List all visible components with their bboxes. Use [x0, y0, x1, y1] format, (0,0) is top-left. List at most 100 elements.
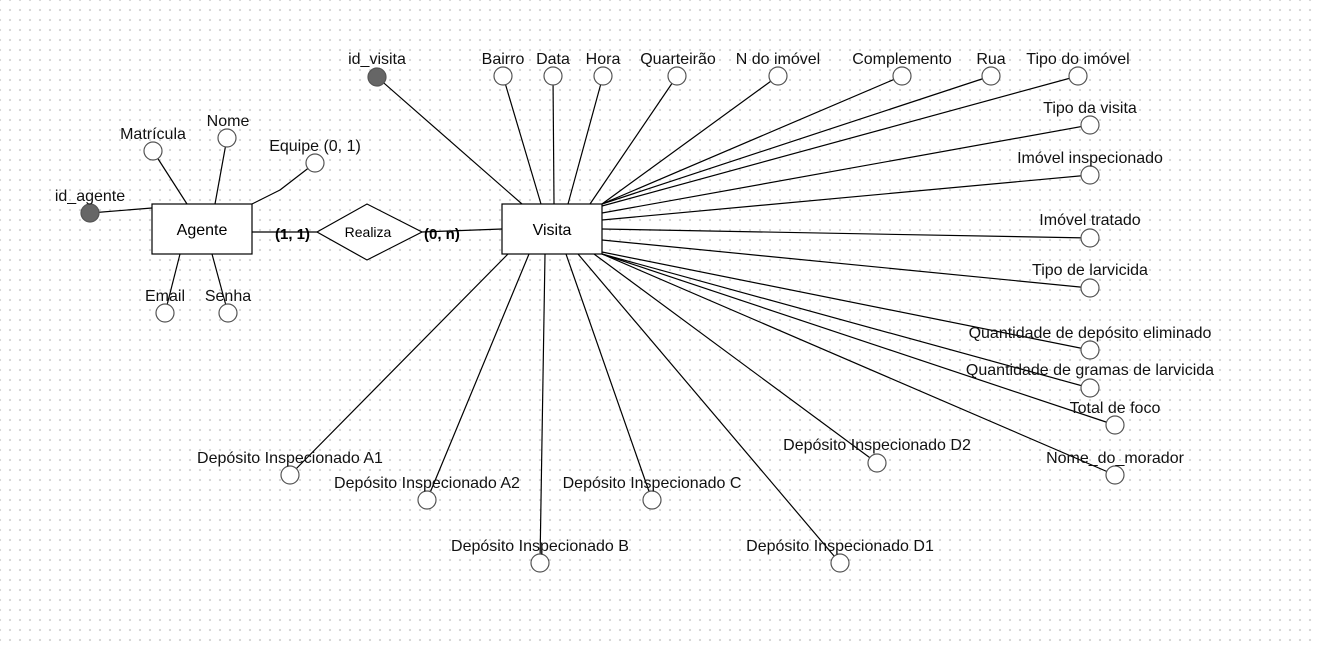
visita-attribute-label: Rua [976, 51, 1005, 68]
visita-connector [539, 253, 546, 564]
visita-connector [376, 76, 523, 205]
visita-attribute-label: Tipo da visita [1043, 100, 1137, 117]
visita-connector [593, 253, 878, 464]
visita-connector [601, 253, 1116, 476]
agente-connector [164, 253, 181, 314]
visita-connector [601, 251, 1091, 351]
visita-connector [426, 253, 530, 501]
relationship-realiza[interactable] [315, 203, 424, 261]
visita-connector [289, 253, 509, 476]
visita-attribute-circle[interactable] [280, 465, 300, 485]
visita-attribute-circle[interactable] [830, 553, 850, 573]
visita-attribute-circle[interactable] [1105, 465, 1125, 485]
agente-attribute-circle[interactable] [217, 128, 237, 148]
visita-attribute-circle[interactable] [1080, 228, 1100, 248]
visita-attribute-label: Depósito Inspecionado D2 [783, 437, 971, 454]
visita-key-attribute-circle[interactable] [367, 67, 387, 87]
entity-visita[interactable] [501, 203, 603, 255]
visita-connector [601, 239, 1091, 289]
visita-attribute-label: Depósito Inspecionado C [563, 475, 742, 492]
visita-relationship-line [421, 228, 503, 233]
visita-attribute-circle[interactable] [1068, 66, 1088, 86]
visita-connector [589, 75, 678, 205]
visita-attribute-label: N do imóvel [736, 51, 820, 68]
visita-attribute-circle[interactable] [1080, 340, 1100, 360]
agente-connector [211, 253, 229, 314]
entity-visita-label: Visita [533, 222, 572, 239]
agente-key-attribute-circle[interactable] [80, 203, 100, 223]
visita-connector [601, 75, 992, 205]
visita-attribute-circle[interactable] [1080, 165, 1100, 185]
visita-attribute-circle[interactable] [1080, 278, 1100, 298]
visita-attribute-circle[interactable] [667, 66, 687, 86]
visita-attribute-circle[interactable] [1105, 415, 1125, 435]
agente-attribute-circle[interactable] [305, 153, 325, 173]
visita-attribute-label: Quarteirão [640, 51, 716, 68]
agente-attribute-label: Nome [207, 113, 250, 130]
visita-attribute-circle[interactable] [1080, 115, 1100, 135]
agente-connector [251, 189, 281, 205]
visita-connector [601, 174, 1091, 221]
visita-connector [601, 253, 1091, 389]
visita-attribute-label: Depósito Inspecionado A1 [197, 450, 383, 467]
entity-agente-label: Agente [177, 222, 228, 239]
visita-attribute-label: Nome_do_morador [1046, 450, 1185, 467]
visita-attribute-circle[interactable] [892, 66, 912, 86]
visita-connector [601, 75, 779, 205]
visita-attribute-circle[interactable] [543, 66, 563, 86]
visita-connector [601, 253, 1116, 426]
visita-attribute-circle[interactable] [981, 66, 1001, 86]
agente-attribute-label: id_agente [55, 188, 125, 205]
visita-attribute-label: Quantidade de gramas de larvicida [966, 362, 1214, 379]
visita-attribute-circle[interactable] [867, 453, 887, 473]
visita-attribute-label: Quantidade de depósito eliminado [969, 325, 1212, 342]
visita-connector [601, 75, 1079, 207]
visita-connector [552, 75, 555, 205]
visita-attribute-label: Hora [586, 51, 621, 68]
visita-attribute-circle[interactable] [493, 66, 513, 86]
agente-attribute-circle[interactable] [155, 303, 175, 323]
visita-connector [601, 75, 903, 205]
visita-attribute-label: Tipo do imóvel [1026, 51, 1129, 68]
visita-connector [502, 75, 542, 205]
visita-attribute-circle[interactable] [593, 66, 613, 86]
agente-connector [152, 150, 188, 205]
connector-lines [89, 75, 1116, 564]
visita-attribute-circle[interactable] [417, 490, 437, 510]
visita-connector [567, 75, 604, 205]
visita-connector [577, 253, 841, 564]
visita-attribute-label: Data [536, 51, 570, 68]
agente-attribute-circle[interactable] [143, 141, 163, 161]
visita-attribute-label: Depósito Inspecionado D1 [746, 538, 934, 555]
agente-attribute-circle[interactable] [218, 303, 238, 323]
visita-attribute-circle[interactable] [642, 490, 662, 510]
visita-attribute-label: Depósito Inspecionado B [451, 538, 629, 555]
diagram-shapes: Agente Visita Realiza (1, 1) (0, n) [151, 203, 603, 261]
relationship-label: Realiza [345, 224, 392, 240]
cardinality-agente: (1, 1) [275, 226, 310, 243]
agente-attribute-label: Email [145, 288, 185, 305]
visita-attribute-circle[interactable] [530, 553, 550, 573]
visita-attribute-label: Imóvel tratado [1039, 212, 1140, 229]
cardinality-visita: (0, n) [424, 226, 460, 243]
agente-attribute-label: Matrícula [120, 126, 186, 143]
visita-connector [601, 124, 1091, 214]
visita-attribute-label: Imóvel inspecionado [1017, 150, 1163, 167]
visita-attribute-circle[interactable] [1080, 378, 1100, 398]
visita-attribute-label: Bairro [482, 51, 525, 68]
visita-attribute-label: Depósito Inspecionado A2 [334, 475, 520, 492]
visita-connector [565, 253, 653, 501]
agente-connector [214, 137, 228, 205]
visita-attribute-label: Tipo de larvicida [1032, 262, 1148, 279]
visita-attribute-label: id_visita [348, 51, 406, 68]
agente-connector [89, 207, 153, 214]
entity-agente[interactable] [151, 203, 253, 255]
visita-attribute-circle[interactable] [768, 66, 788, 86]
visita-attribute-label: Total de foco [1070, 400, 1161, 417]
agente-attribute-label: Equipe (0, 1) [269, 138, 361, 155]
agente-attribute-label: Senha [205, 288, 251, 305]
visita-connector [601, 228, 1091, 239]
visita-attribute-label: Complemento [852, 51, 952, 68]
